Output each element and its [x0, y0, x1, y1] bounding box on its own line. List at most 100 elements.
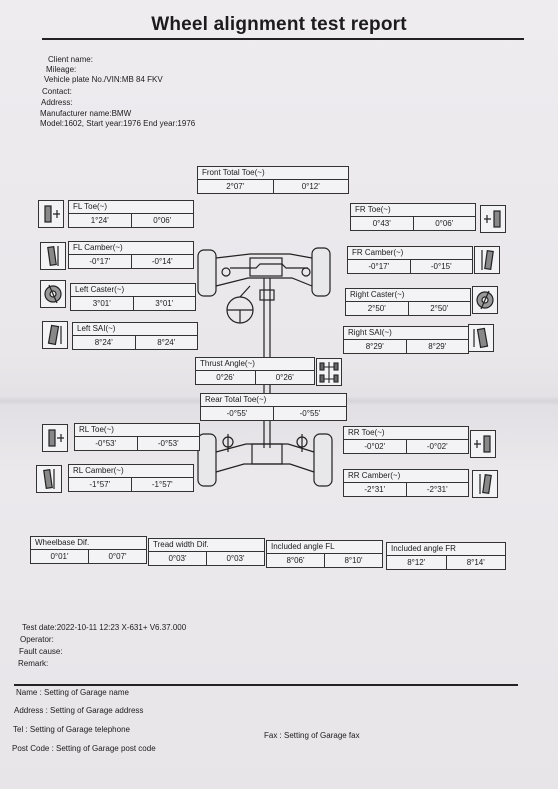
test-date: Test date:2022-10-11 12:23 X-631+ V6.37.…: [22, 623, 187, 632]
rear-toe-icon-right: [470, 430, 496, 458]
rear-camber-icon: [36, 465, 62, 493]
garage-address: Address : Setting of Garage address: [14, 706, 144, 715]
box-label: Tread width Dif.: [149, 539, 264, 552]
wheel-camber-icon: [40, 242, 66, 270]
remark: Remark:: [18, 659, 49, 668]
box-value-1: -0°53': [95, 439, 117, 448]
thrust-angle-icon: [316, 358, 342, 386]
left-sai-box: Left SAI(~) 8°24' 8°24': [72, 322, 198, 350]
chassis-diagram: [197, 247, 333, 487]
client-name: Client name:: [48, 55, 93, 64]
box-value-1: -0°17': [368, 262, 390, 271]
box-label: Wheelbase Dif.: [31, 537, 146, 550]
rear-toe-icon: [42, 424, 68, 452]
box-label: Left SAI(~): [73, 323, 197, 336]
box-value-1: 0°43': [372, 219, 391, 228]
wheel-camber-icon-right: [474, 246, 500, 274]
model-info: Model:1602, Start year:1976 End year:197…: [40, 119, 196, 128]
mileage: Mileage:: [46, 65, 77, 74]
box-value-2: -0°55': [273, 407, 346, 420]
box-label: FL Toe(~): [69, 201, 193, 214]
rr-camber-box: RR Camber(~) -2°31' -2°31': [343, 469, 469, 497]
garage-post-code: Post Code : Setting of Garage post code: [12, 744, 156, 753]
box-value-1: 3°01': [92, 299, 111, 308]
front-total-toe-box: Front Total Toe(~) 2°07' 0°12': [197, 166, 349, 194]
box-value-2: 8°10': [324, 554, 382, 567]
box-label: Included angle FL: [267, 541, 382, 554]
box-label: Rear Total Toe(~): [201, 394, 346, 407]
box-value-1: 2°50': [367, 304, 386, 313]
left-caster-box: Left Caster(~) 3°01' 3°01': [70, 283, 196, 311]
rl-camber-box: RL Camber(~) -1°57'-1°57': [68, 464, 194, 492]
box-value-2: -0°14': [130, 255, 194, 268]
box-value-1: 8°12': [407, 558, 426, 567]
box-label: Right SAI(~): [344, 327, 468, 340]
wheel-sai-icon-right: [468, 324, 494, 352]
box-value-2: 2°50': [407, 302, 471, 315]
box-value-2: 0°06': [412, 217, 476, 230]
box-value-1: 1°24': [90, 216, 109, 225]
box-value-2: 8°14': [445, 556, 506, 569]
box-label: FR Toe(~): [351, 204, 475, 217]
contact: Contact:: [42, 87, 72, 96]
box-value-2: -0°02': [405, 440, 469, 453]
box-value-2: 0°06': [130, 214, 194, 227]
box-value-1: -0°02': [364, 442, 386, 451]
box-label: FR Camber(~): [348, 247, 472, 260]
box-value-2: 0°03': [206, 552, 264, 565]
box-value-2: -0°15': [409, 260, 473, 273]
rl-toe-box: RL Toe(~) -0°53' -0°53': [74, 423, 200, 451]
manufacturer: Manufacturer name:BMW: [40, 109, 132, 118]
rear-total-toe-box: Rear Total Toe(~) -0°55' -0°55': [200, 393, 347, 421]
box-value-1: 2°07': [226, 182, 245, 191]
box-value-1: -2°31': [364, 485, 386, 494]
right-caster-box: Right Caster(~) 2°50'2°50': [345, 288, 471, 316]
tread-width-dif-box: Tread width Dif. 0°03' 0°03': [148, 538, 265, 566]
box-label: RR Toe(~): [344, 427, 468, 440]
box-value-2: 3°01': [132, 297, 196, 310]
fr-toe-box: FR Toe(~) 0°43' 0°06': [350, 203, 476, 231]
address: Address:: [41, 98, 73, 107]
wheel-sai-icon: [42, 321, 68, 349]
box-value-1: 8°29': [365, 342, 384, 351]
fl-toe-box: FL Toe(~) 1°24' 0°06': [68, 200, 194, 228]
rear-camber-icon-right: [472, 470, 498, 498]
title-divider: [42, 38, 524, 40]
garage-fax: Fax : Setting of Garage fax: [264, 731, 360, 740]
wheel-toe-icon: [38, 200, 64, 228]
garage-telephone: Tel : Setting of Garage telephone: [13, 725, 130, 734]
box-label: RR Camber(~): [344, 470, 468, 483]
box-value-1: 8°06': [286, 556, 305, 565]
box-value-2: -1°57': [130, 478, 194, 491]
box-label: Front Total Toe(~): [198, 167, 348, 180]
box-value-2: 0°26': [254, 371, 315, 384]
fr-camber-box: FR Camber(~) -0°17' -0°15': [347, 246, 473, 274]
box-value-1: 0°03': [168, 554, 187, 563]
box-value-2: 0°07': [88, 550, 146, 563]
box-label: FL Camber(~): [69, 242, 193, 255]
garage-divider: [14, 684, 518, 686]
box-value-2: -0°53': [136, 437, 200, 450]
right-sai-box: Right SAI(~) 8°29' 8°29': [343, 326, 469, 354]
box-value-2: 0°12': [272, 180, 349, 193]
report-title: Wheel alignment test report: [151, 14, 407, 35]
box-value-1: 0°26': [216, 373, 235, 382]
operator: Operator:: [20, 635, 54, 644]
wheel-caster-icon-right: [472, 286, 498, 314]
box-value-2: 8°24': [134, 336, 198, 349]
rr-toe-box: RR Toe(~) -0°02' -0°02': [343, 426, 469, 454]
vehicle-plate: Vehicle plate No./VIN:MB 84 FKV: [44, 75, 163, 84]
box-value-1: 0°01': [50, 552, 69, 561]
garage-name: Name : Setting of Garage name: [16, 688, 129, 697]
thrust-angle-box: Thrust Angle(~) 0°26'0°26': [195, 357, 315, 385]
box-value-2: 8°29': [405, 340, 469, 353]
box-value-1: 8°24': [94, 338, 113, 347]
box-value-1: -0°55': [226, 409, 248, 418]
included-angle-fl-box: Included angle FL 8°06' 8°10': [266, 540, 383, 568]
wheel-toe-icon-right: [480, 205, 506, 233]
box-label: Left Caster(~): [71, 284, 195, 297]
box-label: Included angle FR: [387, 543, 505, 556]
box-label: RL Camber(~): [69, 465, 193, 478]
box-value-2: -2°31': [405, 483, 469, 496]
box-label: RL Toe(~): [75, 424, 199, 437]
